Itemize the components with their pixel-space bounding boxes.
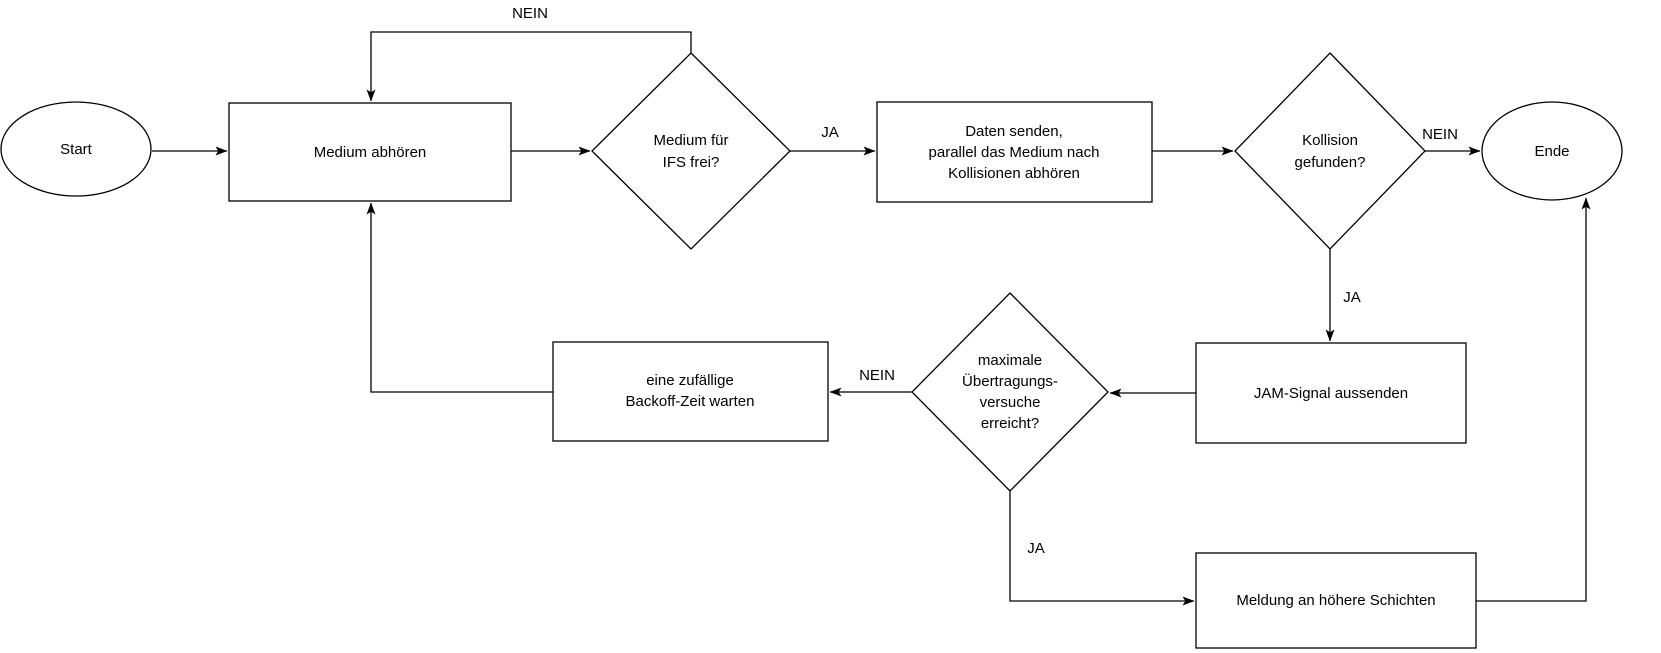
kollision-gefunden-label-line2: gefunden? [1295, 154, 1366, 171]
edges [152, 31, 1591, 606]
node-ende: Ende [1481, 101, 1623, 201]
backoff-rect [552, 341, 829, 442]
edge-labels: NEIN JA NEIN JA NEIN JA [512, 5, 1458, 557]
meldung-label: Meldung an höhere Schichten [1236, 592, 1435, 609]
edge-label-ifs-ja: JA [821, 124, 839, 141]
ende-label: Ende [1534, 143, 1569, 160]
edge-label-kollision-ja: JA [1343, 289, 1361, 306]
node-jam-signal: JAM-Signal aussenden [1195, 342, 1467, 444]
edge-backoff-to-medium [366, 202, 553, 393]
kollision-gefunden-label-line1: Kollision [1302, 132, 1358, 149]
max-versuche-label-line2: Übertragungs- [962, 372, 1058, 390]
jam-signal-label: JAM-Signal aussenden [1254, 385, 1408, 402]
node-max-versuche: maximale Übertragungs- versuche erreicht… [911, 292, 1109, 492]
max-versuche-label-line3: versuche [980, 394, 1041, 411]
backoff-label-line2: Backoff-Zeit warten [626, 393, 755, 410]
edge-label-max-ja: JA [1027, 540, 1045, 557]
meldung-rect [1195, 552, 1477, 649]
node-meldung: Meldung an höhere Schichten [1195, 552, 1477, 649]
node-medium-abhoeren: Medium abhören [228, 102, 512, 202]
daten-senden-rect [876, 101, 1153, 203]
kollision-gefunden-diamond [1234, 52, 1426, 250]
max-versuche-label-line1: maximale [978, 352, 1042, 369]
node-kollision-gefunden: Kollision gefunden? [1234, 52, 1426, 250]
start-label: Start [60, 141, 93, 158]
edge-label-kollision-nein: NEIN [1422, 126, 1458, 143]
edge-ifs-nein-to-medium [366, 31, 692, 102]
max-versuche-diamond [911, 292, 1109, 492]
start-terminator-ellipse [0, 101, 152, 197]
edge-max-ja-to-meldung [1009, 491, 1195, 606]
edge-meldung-to-ende [1476, 197, 1591, 602]
ifs-frei-label-line1: Medium für [653, 132, 728, 149]
daten-senden-label-line1: Daten senden, [965, 123, 1063, 140]
ifs-frei-diamond [591, 52, 791, 250]
node-ifs-frei: Medium für IFS frei? [591, 52, 791, 250]
jam-signal-rect [1195, 342, 1467, 444]
max-versuche-label-line4: erreicht? [981, 415, 1039, 432]
node-daten-senden: Daten senden, parallel das Medium nach K… [876, 101, 1153, 203]
ifs-frei-label-line2: IFS frei? [663, 154, 720, 171]
node-start: Start [0, 101, 152, 197]
backoff-label-line1: eine zufällige [646, 372, 734, 389]
daten-senden-label-line2: parallel das Medium nach [929, 144, 1100, 161]
edge-label-ifs-nein: NEIN [512, 5, 548, 22]
ende-terminator-ellipse [1481, 101, 1623, 201]
node-backoff: eine zufällige Backoff-Zeit warten [552, 341, 829, 442]
medium-abhoeren-label: Medium abhören [314, 144, 427, 161]
medium-abhoeren-rect [228, 102, 512, 202]
edge-label-max-nein: NEIN [859, 367, 895, 384]
daten-senden-label-line3: Kollisionen abhören [948, 165, 1080, 182]
